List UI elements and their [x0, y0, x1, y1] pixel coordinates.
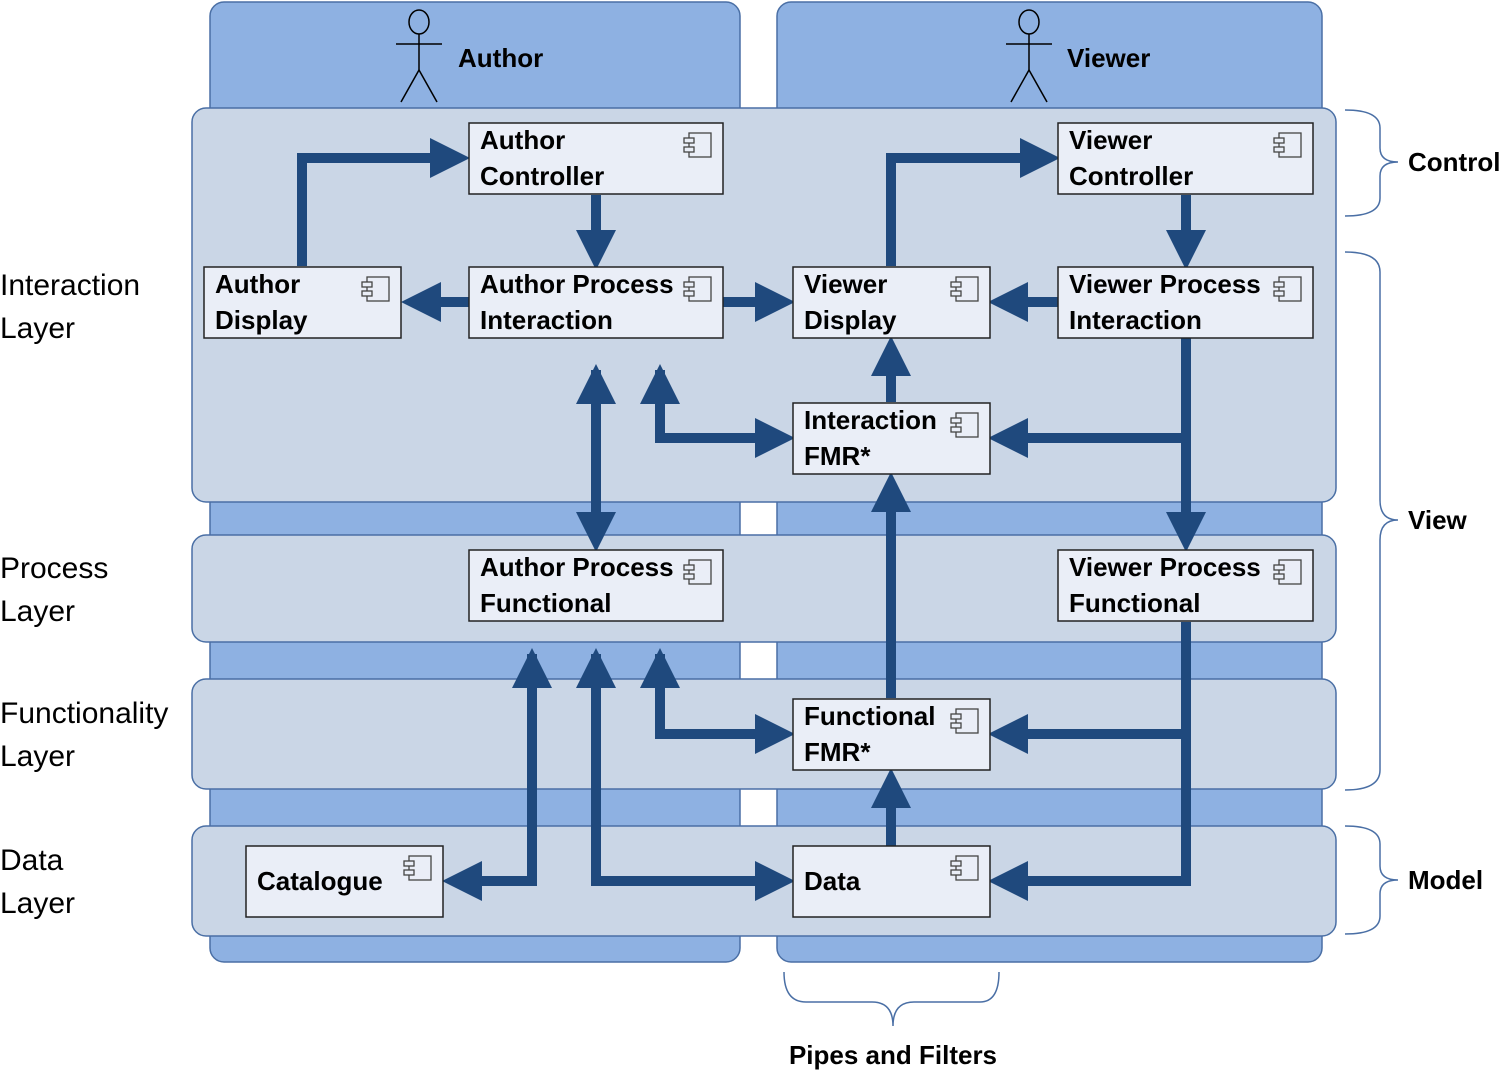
component-author-process-functional[interactable]: Author Process Functional — [468, 549, 724, 622]
brace-label-pipes: Pipes and Filters — [789, 1040, 997, 1070]
component-author-process-interaction[interactable]: Author Process Interaction — [468, 266, 724, 339]
component-label: Data — [804, 866, 861, 896]
arrow-author-functional-catalogue-bidir — [442, 648, 552, 901]
view-brace — [1344, 251, 1399, 791]
layer-label-process: Process Layer — [0, 552, 117, 628]
stick-figure-icon — [396, 9, 442, 103]
component-label: Author Process Functional — [480, 552, 681, 618]
arrow-author-display-to-controller — [297, 138, 470, 266]
brace-label-view: View — [1408, 505, 1468, 535]
braces — [783, 109, 1399, 1027]
component-label: Author Controller — [480, 125, 604, 191]
viewer-actor: Viewer — [1006, 9, 1150, 103]
arrow-author-process-interaction-fmr-bidir — [640, 364, 795, 458]
arrows — [297, 138, 1206, 901]
uml-component-icon — [950, 855, 979, 881]
uml-component-icon — [683, 132, 712, 158]
uml-component-icon — [950, 276, 979, 302]
control-brace — [1344, 109, 1399, 217]
actor-label-author: Author — [458, 43, 543, 73]
component-label: Viewer Process Interaction — [1069, 269, 1268, 335]
component-label: Functional FMR* — [804, 701, 943, 767]
component-catalogue[interactable]: Catalogue — [245, 845, 444, 918]
component-viewer-display[interactable]: Viewer Display — [792, 266, 991, 339]
layer-label-data: Data Layer — [0, 844, 75, 920]
component-label: Author Process Interaction — [480, 269, 681, 335]
uml-component-icon — [950, 412, 979, 438]
arrow-author-functional-data-bidir — [576, 648, 795, 901]
component-author-display[interactable]: Author Display — [203, 266, 402, 339]
uml-component-icon — [1273, 132, 1302, 158]
arrow-viewer-display-to-controller — [886, 138, 1060, 266]
brace-label-control: Control — [1408, 147, 1500, 177]
uml-component-icon — [1273, 276, 1302, 302]
component-functional-fmr[interactable]: Functional FMR* — [792, 698, 991, 771]
component-interaction-fmr[interactable]: Interaction FMR* — [792, 402, 991, 475]
layer-label-interaction: Interaction Layer — [0, 269, 148, 345]
component-label: Viewer Controller — [1069, 125, 1193, 191]
uml-component-icon — [1273, 559, 1302, 585]
component-label: Viewer Display — [804, 269, 897, 335]
stick-figure-icon — [1006, 9, 1052, 103]
uml-component-icon — [950, 708, 979, 734]
component-viewer-controller[interactable]: Viewer Controller — [1057, 122, 1314, 195]
component-label: Catalogue — [257, 866, 383, 896]
uml-component-icon — [683, 559, 712, 585]
component-data[interactable]: Data — [792, 845, 991, 918]
components: Author Controller Viewer Controller — [203, 122, 1314, 918]
arrow-viewer-functional-to-data — [988, 622, 1191, 901]
component-label: Viewer Process Functional — [1069, 552, 1268, 618]
actor-label-viewer: Viewer — [1067, 43, 1150, 73]
uml-component-icon — [361, 276, 390, 302]
layer-labels: Interaction Layer Process Layer Function… — [0, 269, 177, 920]
component-viewer-process-interaction[interactable]: Viewer Process Interaction — [1057, 266, 1314, 339]
component-label: Author Display — [215, 269, 308, 335]
uml-component-icon — [403, 855, 432, 881]
component-viewer-process-functional[interactable]: Viewer Process Functional — [1057, 549, 1314, 622]
component-author-controller[interactable]: Author Controller — [468, 122, 724, 195]
brace-labels: Control View Model Pipes and Filters — [789, 147, 1500, 1070]
layer-label-functionality: Functionality Layer — [0, 697, 177, 773]
model-brace — [1344, 825, 1399, 935]
pipes-brace — [783, 971, 1000, 1027]
uml-component-icon — [683, 276, 712, 302]
author-actor: Author — [396, 9, 543, 103]
component-label: Interaction FMR* — [804, 405, 944, 471]
brace-label-model: Model — [1408, 865, 1483, 895]
